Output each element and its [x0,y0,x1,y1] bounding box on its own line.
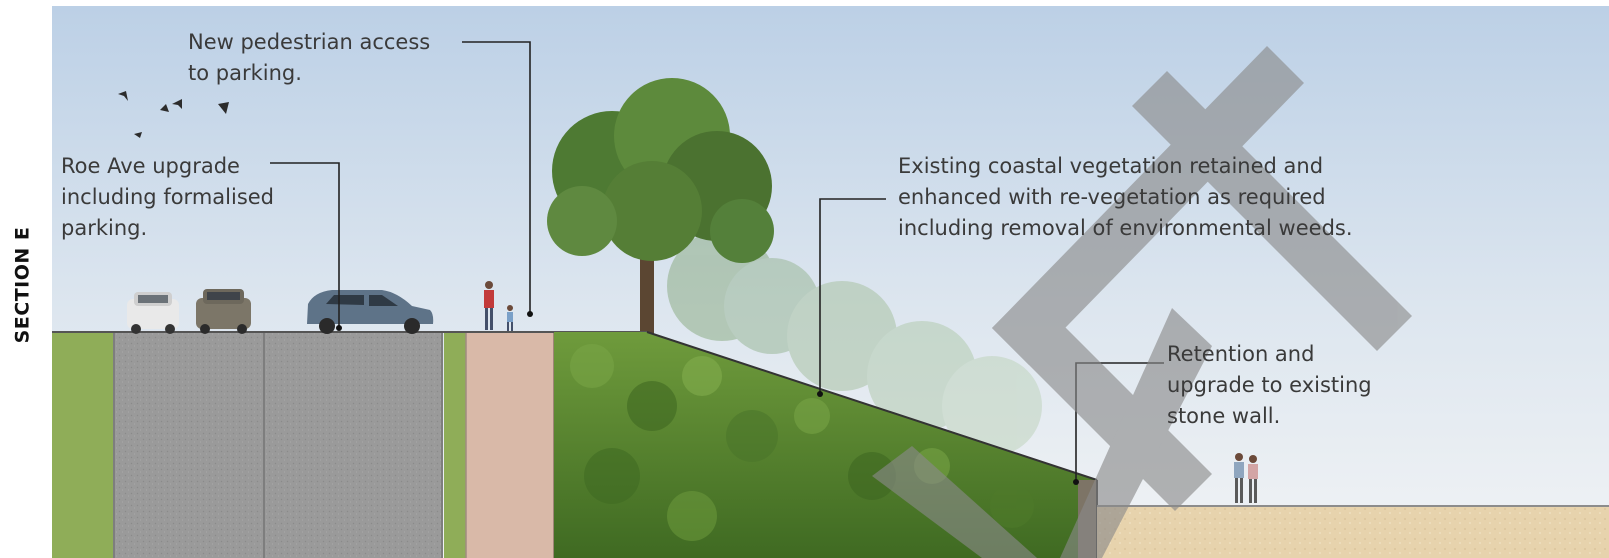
birds [118,91,229,138]
vegetation-texture [570,344,1034,541]
section-label: SECTION E [2,200,42,370]
annotation-line: Roe Ave upgrade [61,154,240,178]
annotation-roe-ave-upgrade: Roe Ave upgrade including formalised par… [61,151,274,244]
car-white [127,292,179,334]
parking-lane-2 [264,332,442,558]
leader-vegetation [819,198,886,394]
annotation-line: stone wall. [1167,404,1281,428]
annotation-pedestrian-access: New pedestrian access to parking. [188,27,430,89]
leader-pedestrian [462,41,531,314]
watermark [872,46,1412,558]
grass-strip [444,332,466,558]
annotation-line: to parking. [188,61,302,85]
leader-roe-ave [270,162,340,328]
grass-verge-left [52,332,114,558]
annotation-stone-wall: Retention and upgrade to existing stone … [1167,339,1372,432]
annotation-line: including removal of environmental weeds… [898,216,1353,240]
leader-dots [336,311,1079,485]
section-label-text: SECTION E [11,226,34,344]
pedestrians-beach [1234,453,1258,503]
pedestrians-path [484,281,513,331]
annotation-line: Existing coastal vegetation retained and [898,154,1324,178]
beach-sand [1097,506,1609,558]
annotation-line: parking. [61,216,148,240]
annotation-line: upgrade to existing [1167,373,1372,397]
pedestrian-path [466,332,554,558]
background-trees [667,231,1042,456]
annotation-line: Retention and [1167,342,1315,366]
car-grey [196,289,251,334]
annotation-coastal-vegetation: Existing coastal vegetation retained and… [898,151,1353,244]
annotation-line: New pedestrian access [188,30,431,54]
annotation-line: including formalised [61,185,275,209]
large-tree [547,78,774,334]
parking-lane-1 [114,332,264,558]
section-drawing: New pedestrian access to parking. Roe Av… [52,6,1609,558]
section-illustration [52,6,1609,558]
annotation-line: enhanced with re-vegetation as required [898,185,1326,209]
